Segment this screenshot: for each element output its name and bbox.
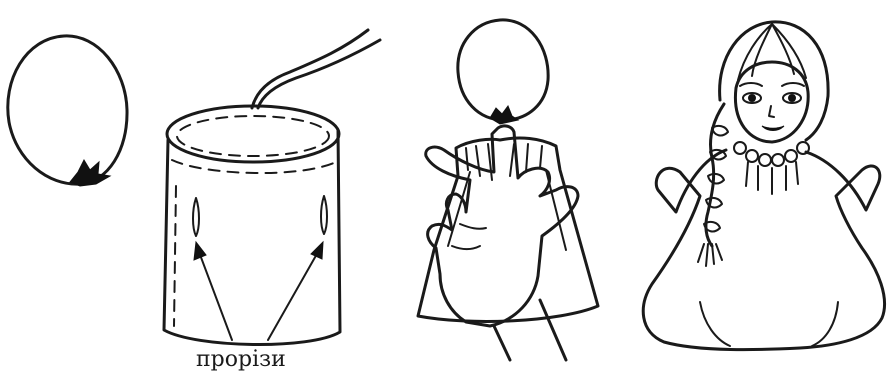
left-slit-arrow [199,252,232,340]
doll-necklace [734,142,809,166]
arm-left [494,326,510,360]
step3-head [458,20,548,120]
slits-caption: прорізи [196,347,286,372]
step-2-fabric-tube: прорізи [164,30,380,372]
doll-body [643,150,884,350]
step-1-ball-head [8,36,127,186]
hand-outline [426,126,578,326]
doll-collar-lines [746,162,798,194]
tube-top-rim [167,106,339,162]
left-slit-arrowhead [194,242,206,260]
ball-outline [8,36,127,184]
dress-gathers [466,144,542,180]
doll-right-pupil [789,95,796,102]
doll-mouth [762,126,784,131]
doll-left-pupil [749,95,756,102]
doll-nose [769,106,774,117]
arm-right [540,300,566,360]
doll-braid-tail [698,244,722,266]
step-4-finished-doll [643,22,884,350]
hand-knuckle-lines [452,224,486,249]
right-slit [321,196,327,234]
doll-hem-right [812,302,838,346]
doll-hem-left [700,302,730,346]
tube-top-seam [177,116,329,156]
right-slit-arrow [268,252,318,340]
right-slit-arrowhead [311,242,323,259]
doll-eyebrows [740,83,804,86]
step3-neck-hole [490,106,518,124]
doll-hair [720,22,829,140]
tube-side-seam [174,186,176,326]
cord-second [258,40,380,108]
cord [252,30,368,108]
left-slit [193,198,199,236]
doll-hair-strands [738,24,806,80]
step-3-assembly [418,20,598,360]
